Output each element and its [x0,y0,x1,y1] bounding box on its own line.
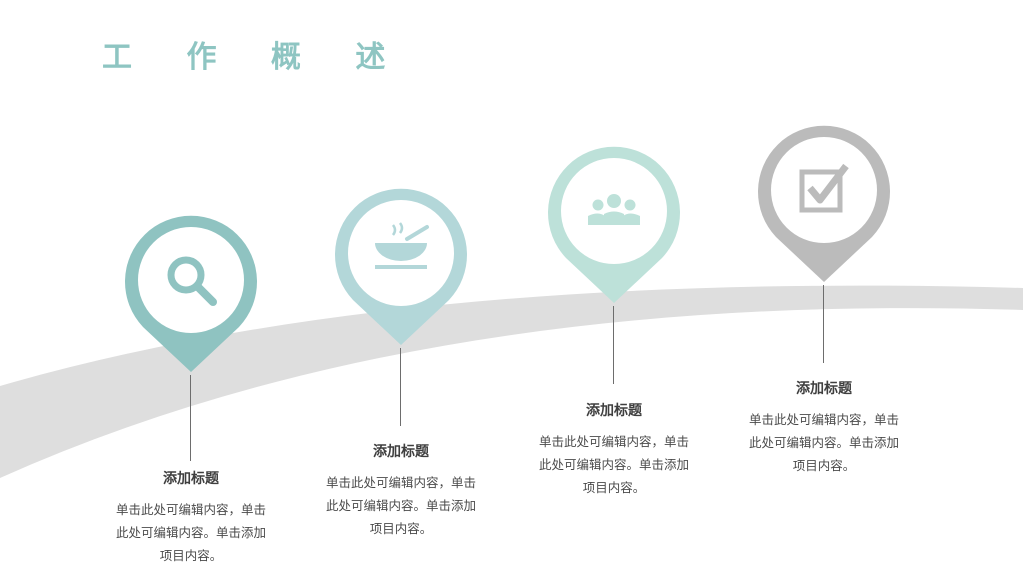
bowl-icon [375,222,429,269]
info-desc-line: 单击此处可编辑内容，单击 [748,412,899,427]
info-desc-line: 此处可编辑内容。单击添加 [325,498,476,513]
info-desc-line: 单击此处可编辑内容，单击 [325,475,476,490]
info-block-3: 添加标题 单击此处可编辑内容，单击 此处可编辑内容。单击添加 项目内容。 [524,400,704,499]
info-block-4: 添加标题 单击此处可编辑内容，单击 此处可编辑内容。单击添加 项目内容。 [734,378,914,477]
info-heading: 添加标题 [586,403,642,419]
location-pin-1 [125,215,257,373]
info-desc-line: 项目内容。 [792,458,856,473]
info-heading: 添加标题 [163,471,219,487]
info-block-2: 添加标题 单击此处可编辑内容，单击 此处可编辑内容。单击添加 项目内容。 [311,441,491,540]
pin-stem-4 [823,285,824,363]
checkbox-icon [799,163,849,213]
info-desc-line: 项目内容。 [582,480,646,495]
info-desc-line: 此处可编辑内容。单击添加 [748,435,899,450]
info-desc-line: 此处可编辑内容。单击添加 [538,457,689,472]
info-heading: 添加标题 [373,444,429,460]
search-icon [167,256,217,306]
info-block-1: 添加标题 单击此处可编辑内容，单击 此处可编辑内容。单击添加 项目内容。 [101,468,281,567]
info-heading: 添加标题 [796,381,852,397]
info-desc-line: 项目内容。 [159,548,223,563]
team-icon [588,194,640,225]
page-title: 工 作 概 述 [102,40,408,75]
pin-stem-2 [400,348,401,426]
info-desc-line: 单击此处可编辑内容，单击 [115,502,266,517]
pin-stem-3 [613,306,614,384]
location-pin-3 [548,146,680,304]
pin-stem-1 [190,375,191,461]
info-desc-line: 单击此处可编辑内容，单击 [538,434,689,449]
location-pin-2 [335,188,467,346]
info-desc-line: 此处可编辑内容。单击添加 [115,525,266,540]
info-desc-line: 项目内容。 [369,521,433,536]
location-pin-4 [758,125,890,283]
